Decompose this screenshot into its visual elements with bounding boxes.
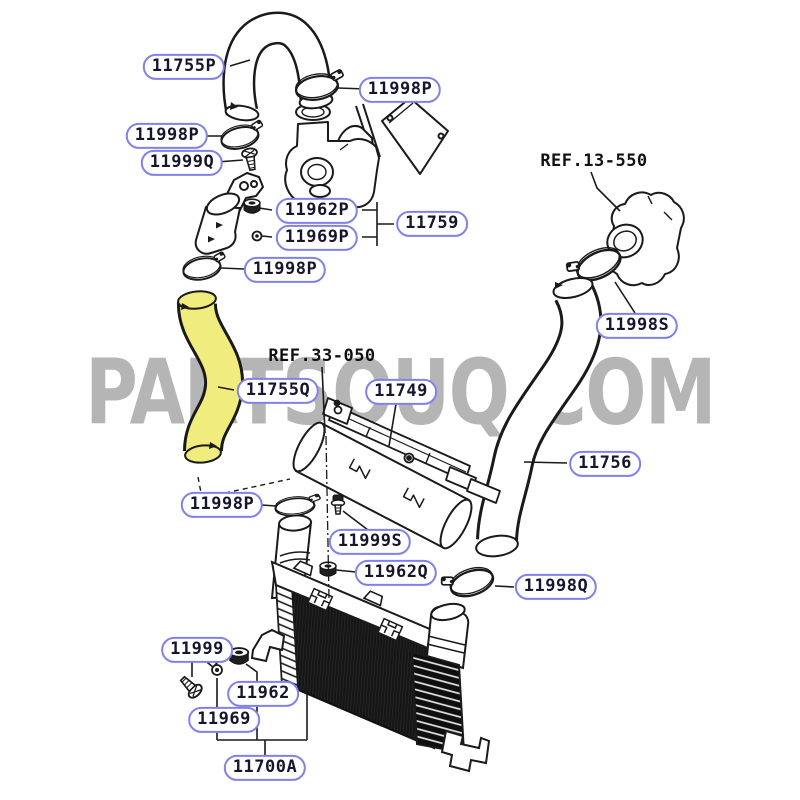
intercooler-drawing (250, 560, 491, 773)
part-label-11962p[interactable]: 11962P (275, 197, 359, 225)
part-label-11756[interactable]: 11756 (569, 450, 641, 478)
part-label-11749[interactable]: 11749 (365, 378, 437, 406)
turbocharger-drawing (284, 97, 449, 210)
part-label-11969[interactable]: 11969 (188, 706, 260, 734)
clip-11969-icon (206, 657, 223, 676)
part-label-11999[interactable]: 11999 (161, 636, 233, 664)
part-label-11998p[interactable]: 11998P (358, 76, 442, 104)
part-label-11755p[interactable]: 11755P (142, 53, 226, 81)
leader-lines (191, 59, 636, 756)
ref-label-ref-13-550: REF.13-550 (540, 151, 648, 171)
part-label-11999q[interactable]: 11999Q (140, 149, 224, 177)
part-label-11759[interactable]: 11759 (396, 210, 468, 238)
part-label-11755q[interactable]: 11755Q (236, 377, 320, 405)
part-label-11969p[interactable]: 11969P (275, 224, 359, 252)
stud-11969p-icon (251, 230, 263, 242)
part-label-11998s[interactable]: 11998S (595, 312, 679, 340)
bolt-11999s-icon (330, 494, 346, 515)
part-label-11998p[interactable]: 11998P (180, 491, 264, 519)
ref-label-ref-33-050: REF.33-050 (268, 346, 376, 366)
part-label-11998q[interactable]: 11998Q (514, 573, 598, 601)
bracket-11749-drawing (322, 397, 501, 504)
part-label-11998p[interactable]: 11998P (125, 122, 209, 150)
part-label-11700a[interactable]: 11700A (223, 754, 307, 782)
part-label-11998p[interactable]: 11998P (243, 256, 327, 284)
part-label-11962q[interactable]: 11962Q (354, 559, 438, 587)
air-guide-drawing (292, 421, 473, 550)
part-label-11999s[interactable]: 11999S (328, 528, 412, 556)
hose-11756-drawing (475, 277, 603, 558)
outlet-pipe-drawing (425, 602, 470, 670)
bracket-11759-drawing (194, 172, 264, 255)
part-label-11962[interactable]: 11962 (227, 680, 299, 708)
hose-11755q-highlighted[interactable] (177, 290, 245, 465)
